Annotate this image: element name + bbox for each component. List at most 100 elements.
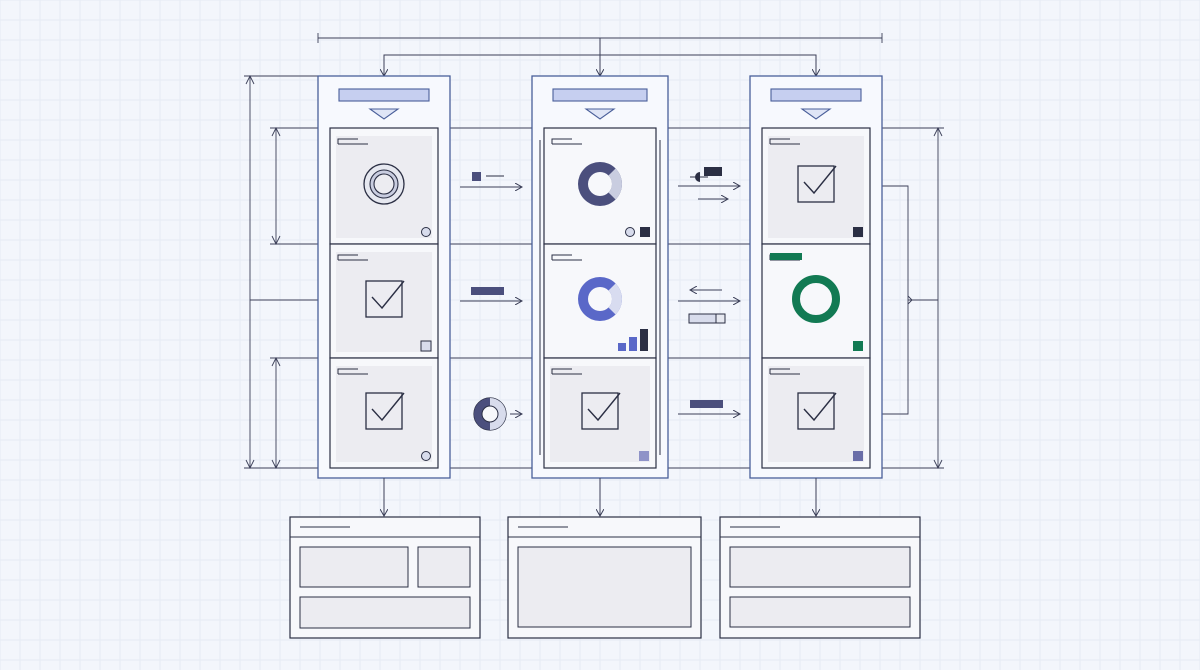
panel-slot [299,546,409,588]
bar-icon [690,400,723,408]
output-connectors [384,478,816,516]
checkbox-icon [365,392,403,430]
panel-slot [417,546,471,588]
bar-chart-bar [618,343,626,351]
check-mark-icon [371,280,405,310]
columns [317,75,883,479]
top-distribution-connector [317,33,883,76]
checkbox-icon [365,280,403,318]
marker-square-icon [420,340,432,352]
marker-square-icon [853,227,863,237]
cell-inner-fill [336,252,432,352]
cell-2-2 [543,243,657,359]
check-mark-icon [803,392,837,422]
small-bar-icon [704,167,722,176]
cell-marker [625,227,650,237]
donut-slice [608,283,622,315]
cell-marker [618,329,648,351]
row-guide-lines [450,127,750,469]
cell-3-3 [761,357,871,469]
left-dimension-lines [244,74,318,470]
column-header-bar [770,88,862,102]
progress-bar-icon [688,313,726,324]
panel-slot [729,546,911,588]
column-3 [749,75,883,479]
cell-inner-fill [550,366,650,462]
cell-marker [853,227,863,237]
donut-hole [588,172,612,196]
cell-marker [853,451,863,461]
ring-icon-center [373,173,395,195]
cell-marker [421,227,431,237]
cell-title-mark [551,368,572,374]
cell-title-mark [551,138,572,144]
column-header-bar [552,88,648,102]
marker-circle-icon [625,227,635,237]
checkbox-icon [365,280,405,318]
cell-title-mark [551,254,572,260]
cell-marker [853,341,863,351]
column-header-triangle [368,108,400,120]
checkbox-icon [797,165,835,203]
green-bar-icon [770,253,802,260]
panel-slot [729,596,911,628]
donut-slice [608,168,622,200]
column-header-bar [338,88,430,102]
connector-row-3 [473,397,522,431]
donut-icon [578,162,622,206]
output-panel-2 [507,516,702,639]
half-donut-icon [473,397,507,431]
connector-row-1 [678,167,740,199]
cell-title-mark [337,368,358,374]
bar-icon [471,287,504,295]
right-dimension-lines [882,126,944,470]
checkbox-icon [581,392,619,430]
connector-row-2 [460,287,522,301]
connector-row-3 [678,400,740,414]
cell-title-mark [769,138,790,144]
cell-inner-fill [768,366,864,462]
checkbox-icon [581,392,621,430]
small-square-icon [472,172,481,181]
cell-3-2 [761,243,871,359]
column-header-triangle [584,108,616,120]
cell-3-1 [761,127,871,245]
cell-marker [421,451,431,461]
green-ring-icon [792,275,840,323]
column-header-triangle [800,108,832,120]
bar-chart-bar [629,337,637,351]
check-mark-icon [803,165,837,195]
cell-1-2 [329,243,439,359]
marker-circle-icon [421,451,431,461]
output-panel-3 [719,516,921,639]
checkbox-icon [365,392,405,430]
cell-frame [761,243,871,359]
column-2 [531,75,669,479]
connector-row-1 [460,172,522,187]
cell-title-mark [769,368,790,374]
panel-slot [299,596,471,629]
connector-row-2 [678,290,740,324]
marker-square-icon [853,451,863,461]
cell-1-3 [329,357,439,469]
cell-2-1 [543,127,657,245]
cell-1-1 [329,127,439,245]
green-ring-icon [792,275,840,323]
output-panels [289,516,921,639]
cell-inner-fill [336,366,432,462]
ring-icon [363,163,405,205]
checkbox-icon [797,165,837,203]
panel-slot [517,546,692,628]
cell-title-mark [337,138,358,144]
connectors-col2-col3 [678,167,740,414]
marker-circle-icon [421,227,431,237]
marker-square-icon [640,227,650,237]
output-panel-1 [289,516,481,639]
cell-marker [420,340,432,352]
donut-hole [588,287,612,311]
check-mark-icon [587,392,621,422]
cell-inner-fill [768,136,864,238]
column-1 [317,75,451,479]
